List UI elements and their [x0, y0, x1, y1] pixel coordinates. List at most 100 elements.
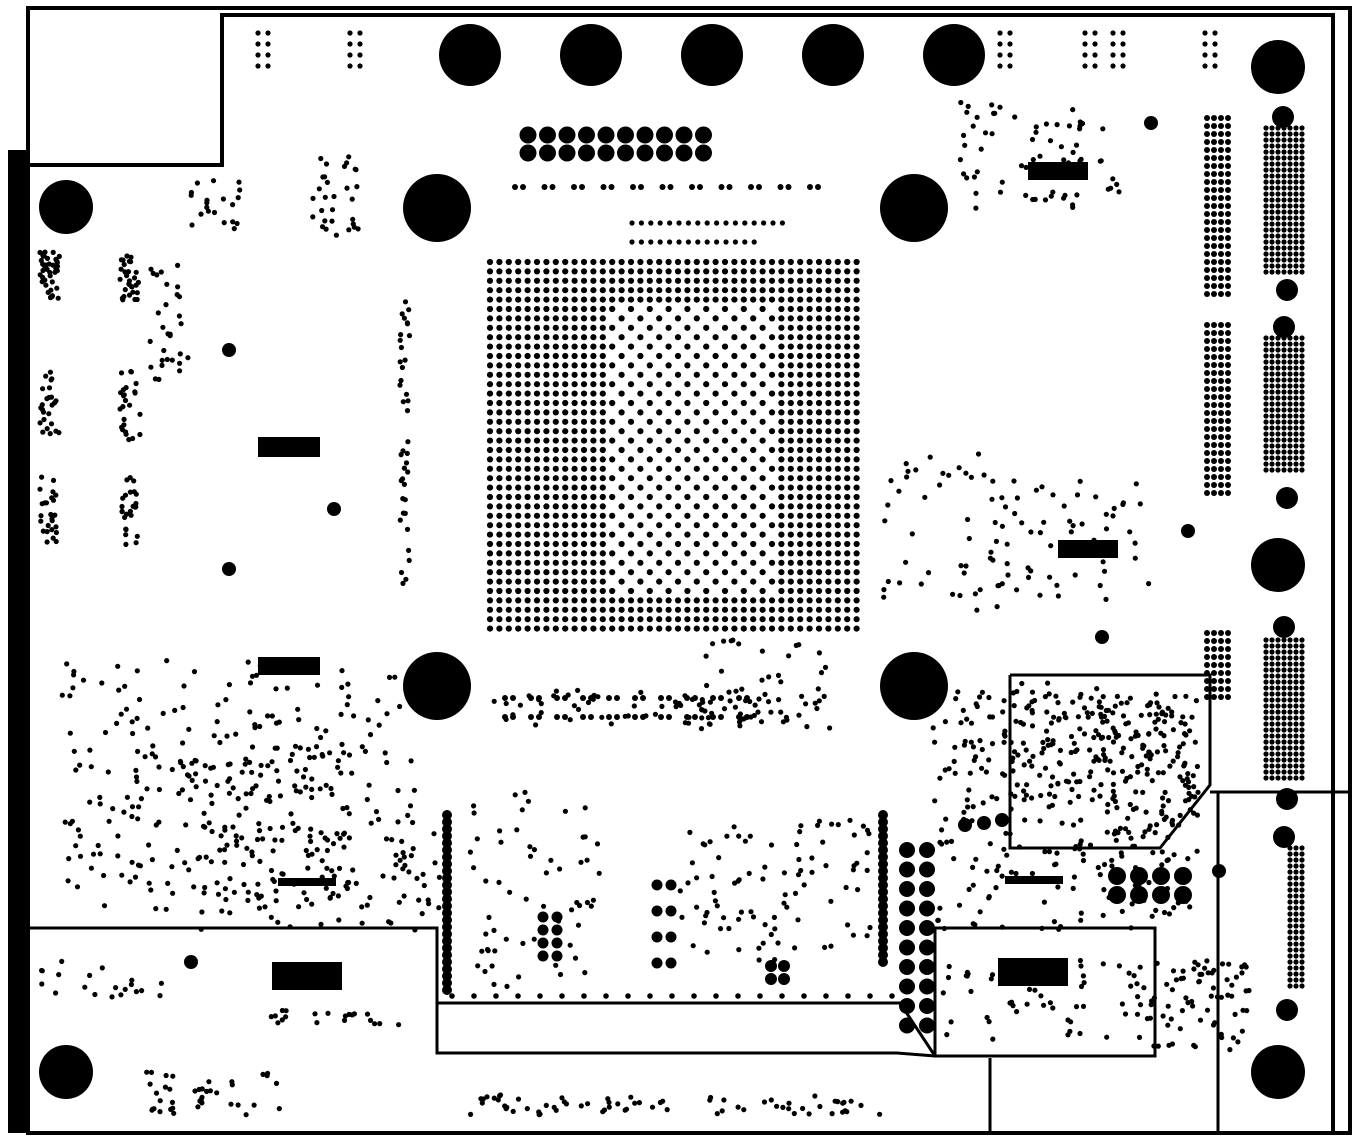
via	[130, 289, 136, 295]
bga-ball	[580, 371, 588, 378]
bga-ball	[496, 475, 503, 482]
via	[177, 368, 183, 374]
bga-ball	[778, 540, 785, 548]
connector-pin	[1293, 953, 1299, 959]
connector-pin	[1293, 875, 1299, 881]
via	[851, 863, 857, 869]
bga-ball	[515, 456, 522, 463]
via	[751, 712, 757, 719]
connector-pin	[1211, 410, 1217, 416]
via	[961, 171, 967, 177]
via	[95, 842, 101, 849]
via	[436, 874, 442, 880]
via	[338, 711, 344, 718]
via	[365, 717, 371, 723]
bga-ball	[524, 465, 531, 472]
bga-ball	[825, 305, 832, 313]
via	[109, 994, 115, 1000]
pad	[665, 905, 677, 917]
connector-pin	[1204, 338, 1210, 344]
bga-ball	[533, 390, 541, 397]
via	[1054, 582, 1060, 588]
bga-ball	[599, 334, 606, 341]
bga-ball	[599, 371, 606, 378]
bga-ball	[806, 277, 813, 284]
connector-pin	[1263, 179, 1269, 185]
bga-ball	[646, 550, 653, 557]
bga-ball	[768, 540, 776, 548]
bga-ball	[740, 305, 747, 313]
via	[331, 193, 337, 200]
bga-ball	[731, 409, 738, 416]
via	[1154, 700, 1160, 706]
via	[303, 784, 309, 790]
bga-ball	[684, 324, 691, 331]
via	[687, 829, 693, 836]
bga-ball	[825, 456, 832, 463]
via	[53, 538, 59, 545]
connector-pin	[1263, 667, 1269, 673]
via	[527, 844, 533, 850]
connector-pin	[1263, 365, 1269, 371]
via	[221, 847, 228, 853]
via	[1177, 774, 1183, 780]
via	[588, 903, 594, 909]
bga-ball	[505, 446, 512, 454]
via	[52, 512, 58, 518]
bga-ball	[759, 625, 766, 632]
via	[49, 293, 55, 299]
connector-pin	[1287, 661, 1293, 667]
via	[205, 208, 211, 214]
bga-ball	[580, 550, 588, 557]
connector-pin	[1263, 341, 1269, 347]
bga-ball	[533, 371, 541, 378]
connector-pin	[1293, 233, 1299, 239]
via	[309, 786, 315, 793]
bga-ball	[797, 616, 804, 623]
bga-ball	[515, 540, 522, 548]
via	[705, 715, 712, 721]
bga-ball	[533, 512, 541, 519]
connector-pin	[442, 957, 452, 967]
via	[405, 469, 411, 475]
bga-ball	[571, 268, 578, 275]
connector-pin	[1204, 171, 1210, 177]
bga-ball	[778, 277, 785, 284]
via	[351, 224, 357, 230]
bga-ball	[515, 625, 522, 632]
bga-ball	[515, 334, 522, 341]
bga-ball	[533, 381, 541, 388]
via	[999, 495, 1005, 501]
via	[97, 794, 103, 801]
via	[44, 529, 50, 535]
bga-ball	[580, 305, 588, 313]
connector-pin	[1269, 685, 1275, 691]
via	[1037, 772, 1043, 778]
bga-ball	[853, 597, 860, 604]
connector-pin	[1287, 667, 1293, 673]
bga-ball	[533, 409, 541, 416]
bga-ball	[721, 597, 729, 604]
bga-ball	[552, 287, 559, 294]
bga-ball	[684, 296, 691, 303]
connector-pin	[442, 978, 452, 988]
via	[148, 1069, 155, 1075]
via	[520, 940, 526, 947]
via	[1008, 869, 1015, 875]
bga-ball	[684, 437, 691, 444]
connector-pin	[1204, 179, 1210, 185]
bga-ball	[543, 381, 550, 388]
via	[420, 871, 426, 877]
bga-ball	[543, 437, 550, 444]
via	[1146, 731, 1152, 737]
connector-pin	[1269, 167, 1275, 173]
via	[330, 841, 337, 847]
connector-pin	[1211, 474, 1217, 480]
bga-ball	[580, 587, 588, 595]
via	[1092, 52, 1098, 58]
via	[1196, 978, 1202, 985]
bga-ball	[599, 428, 606, 435]
via	[268, 914, 274, 920]
via	[233, 838, 240, 844]
via	[1081, 731, 1088, 737]
